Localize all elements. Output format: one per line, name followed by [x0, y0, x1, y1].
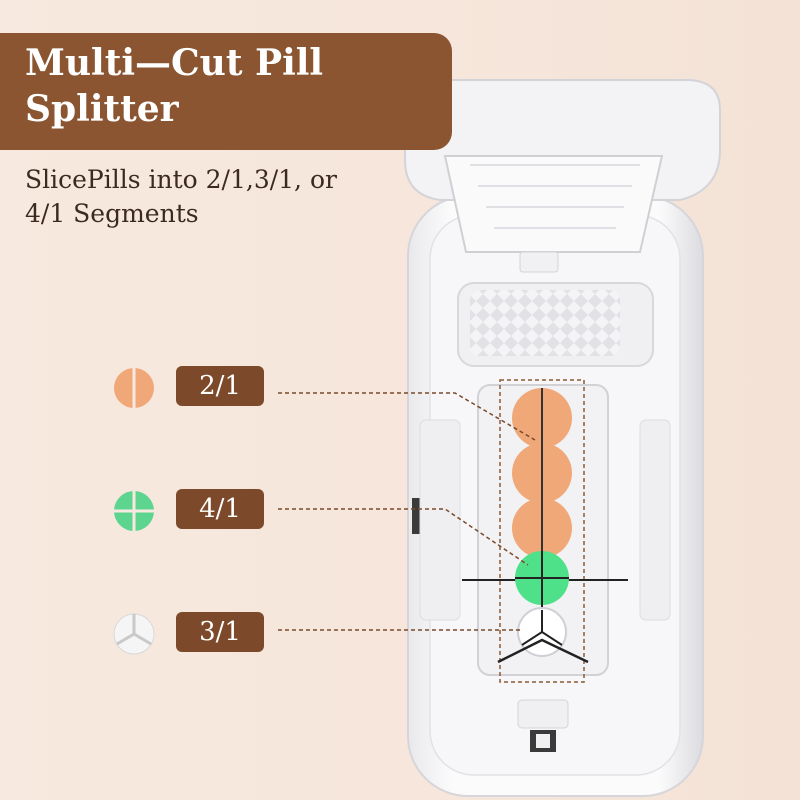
legend-row-half: 2/1 — [112, 366, 272, 410]
third-pill-icon — [113, 613, 155, 655]
guide-line-half — [278, 392, 536, 441]
legend-row-third: 3/1 — [112, 612, 272, 656]
ratio-badge-quarter: 4/1 — [176, 489, 264, 529]
subtitle: SlicePills into 2/1,3/1, or 4/1 Segments — [25, 165, 337, 228]
ratio-badge-third: 3/1 — [176, 612, 264, 652]
orange-pill-stack — [512, 388, 572, 558]
legend-row-quarter: 4/1 — [112, 489, 272, 533]
half-pill-icon — [114, 368, 154, 408]
title-banner — [0, 33, 452, 150]
ratio-badge-half: 2/1 — [176, 366, 264, 406]
quarter-pill-icon — [114, 491, 154, 531]
page-title: Multi—Cut Pill Splitter — [25, 42, 324, 130]
guide-line-quarter — [278, 508, 529, 566]
